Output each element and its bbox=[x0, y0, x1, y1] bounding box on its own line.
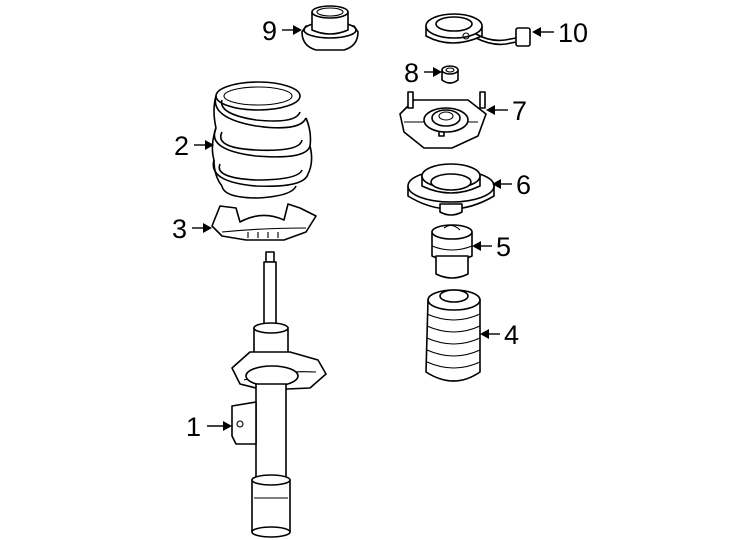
callout-5: 5 bbox=[472, 232, 511, 262]
callout-label-5: 5 bbox=[496, 232, 511, 262]
callout-label-6: 6 bbox=[516, 170, 531, 200]
part-2-coil-spring bbox=[211, 81, 313, 199]
callout-label-10: 10 bbox=[558, 18, 588, 48]
callout-label-1: 1 bbox=[186, 412, 201, 442]
callout-8: 8 bbox=[404, 58, 442, 88]
part-9-spring-insulator bbox=[301, 5, 359, 51]
part-4-dust-boot bbox=[425, 289, 481, 382]
callout-label-9: 9 bbox=[262, 16, 277, 46]
callout-10: 10 bbox=[532, 18, 588, 48]
part-6-strut-bearing bbox=[407, 163, 495, 216]
callout-9: 9 bbox=[262, 16, 302, 46]
callout-label-7: 7 bbox=[512, 96, 527, 126]
part-1-strut-assembly bbox=[231, 251, 327, 538]
callout-4: 4 bbox=[480, 320, 519, 350]
callout-label-2: 2 bbox=[174, 131, 189, 161]
callout-label-8: 8 bbox=[404, 58, 419, 88]
callout-label-4: 4 bbox=[504, 320, 519, 350]
part-7-strut-mount bbox=[399, 91, 487, 149]
part-10-upper-bearing bbox=[425, 13, 531, 47]
part-3-spring-seat bbox=[211, 203, 317, 241]
callout-7: 7 bbox=[486, 96, 527, 126]
part-5-bump-stop bbox=[431, 224, 473, 279]
callout-label-3: 3 bbox=[172, 214, 187, 244]
callout-6: 6 bbox=[492, 170, 531, 200]
callout-1: 1 bbox=[186, 412, 232, 442]
part-8-nut bbox=[441, 65, 459, 84]
callout-3: 3 bbox=[172, 214, 212, 244]
callout-2: 2 bbox=[174, 131, 214, 161]
